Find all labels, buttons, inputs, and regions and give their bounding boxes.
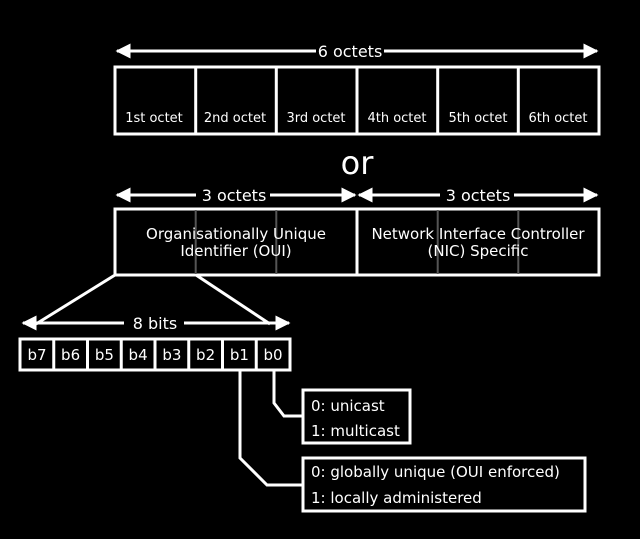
first-octet-expansion (35, 273, 271, 326)
b0-connector (272, 370, 303, 418)
bit-b3: b3 (162, 346, 181, 364)
eight-bits-span: 8 bits (21, 314, 291, 333)
bit-b1: b1 (230, 346, 249, 364)
bit-b0: b0 (263, 346, 282, 364)
bit-row: b7 b6 b5 b4 b3 b2 b1 b0 (18, 337, 292, 372)
b1-connector (238, 370, 303, 487)
octet-4-label: 4th octet (367, 111, 426, 126)
octet-1-label: 1st octet (125, 111, 183, 126)
nic-label-line2: (NIC) Specific (428, 242, 529, 260)
oui-nic-row: Organisationally Unique Identifier (OUI)… (113, 207, 601, 277)
octet-6-label: 6th octet (528, 111, 587, 126)
eight-bits-label: 8 bits (133, 314, 177, 333)
b1-info-line1: 0: globally unique (OUI enforced) (311, 463, 560, 481)
b0-info-box: 0: unicast 1: multicast (301, 388, 412, 445)
octet-row: 1st octet 2nd octet 3rd octet 4th octet … (113, 65, 601, 136)
bit-b4: b4 (129, 346, 148, 364)
bit-b6: b6 (61, 346, 80, 364)
oui-label-line2: Identifier (OUI) (180, 242, 291, 260)
oui-label-line1: Organisationally Unique (146, 225, 326, 243)
bit-b5: b5 (95, 346, 114, 364)
b1-info-box: 0: globally unique (OUI enforced) 1: loc… (301, 456, 587, 513)
b1-info-line2: 1: locally administered (311, 489, 482, 507)
bit-b7: b7 (27, 346, 46, 364)
six-octets-label: 6 octets (318, 42, 383, 61)
octet-2-label: 2nd octet (204, 111, 266, 126)
nic-label-line1: Network Interface Controller (371, 225, 585, 243)
six-octets-span: 6 octets (115, 42, 599, 61)
octet-5-label: 5th octet (448, 111, 507, 126)
nic-octets-label: 3 octets (446, 186, 511, 205)
b0-info-line1: 0: unicast (311, 397, 385, 415)
b0-info-line2: 1: multicast (311, 422, 400, 440)
three-octets-spans: 3 octets 3 octets (115, 186, 599, 205)
octet-3-label: 3rd octet (286, 111, 345, 126)
oui-octets-label: 3 octets (202, 186, 267, 205)
bit-b2: b2 (196, 346, 215, 364)
or-label: or (341, 144, 375, 182)
